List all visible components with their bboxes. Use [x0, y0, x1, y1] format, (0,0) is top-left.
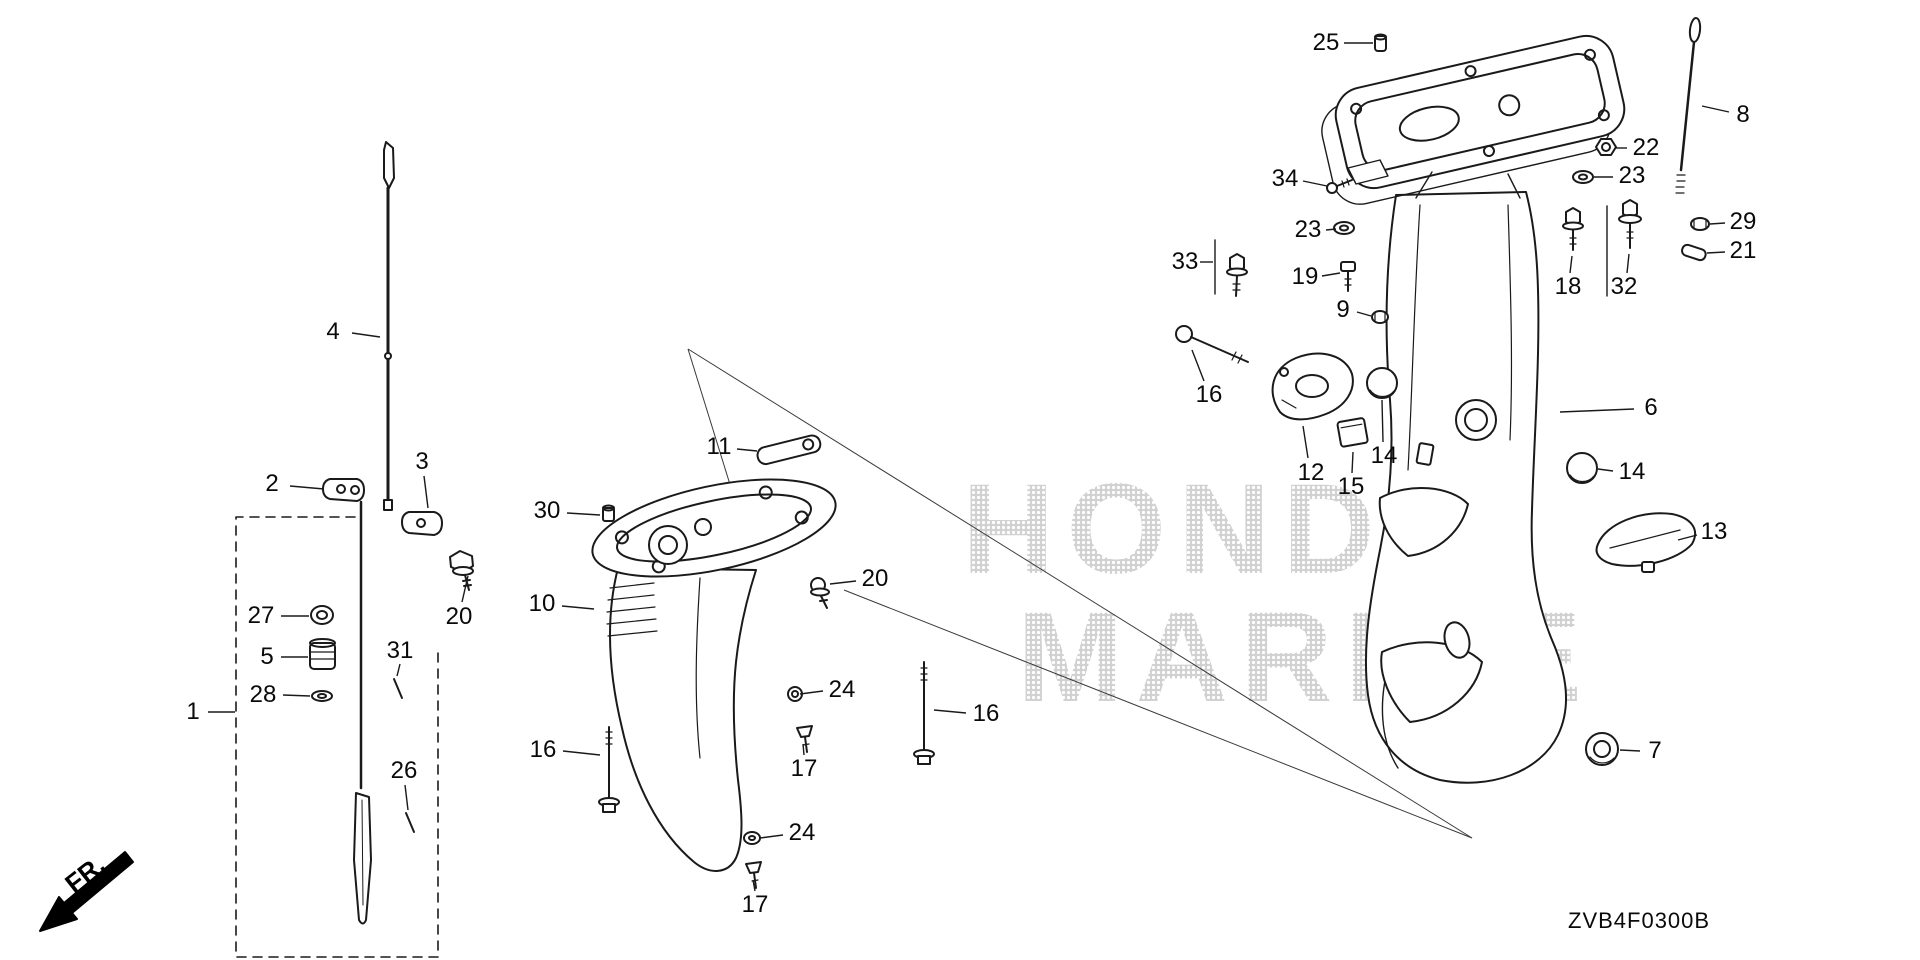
part-7-grommet — [1585, 732, 1619, 766]
part-21-pin — [1681, 243, 1707, 262]
part-16-bolt-left — [598, 726, 620, 813]
part-30-cap — [602, 504, 615, 522]
part-8-rod — [1675, 17, 1702, 194]
part-14-cap-a — [1366, 367, 1398, 399]
part-31-pin — [393, 678, 403, 699]
assembly-boundary-box — [235, 516, 439, 958]
part-14-cap-b — [1566, 452, 1598, 484]
part-10-housing-body — [606, 567, 757, 872]
part-32-bolt — [1618, 199, 1642, 249]
part-5-rubber-mount — [309, 638, 336, 670]
part-27-bushing — [310, 605, 334, 625]
part-16-bolt-diagonal — [1175, 325, 1249, 364]
part-12-mount — [1271, 352, 1354, 421]
shift-rod-assembly-drawing — [235, 141, 474, 958]
extension-case-drawing — [1175, 17, 1710, 784]
part-18-bolt — [1562, 207, 1584, 251]
part-4-shift-rod — [383, 141, 395, 511]
part-19-bolt — [1340, 261, 1356, 292]
part-3-clamp — [401, 511, 443, 536]
part-22-nut — [1595, 138, 1617, 156]
part-11-plate — [756, 434, 822, 466]
fr-label: FR. — [59, 849, 110, 898]
part-20-bolt-left — [449, 550, 474, 591]
part-24-washer-lower — [743, 831, 761, 845]
gear-case-housing-drawing — [591, 434, 935, 889]
part-17-screw-lower — [745, 861, 762, 889]
part-25-cap — [1374, 33, 1387, 52]
part-34-screw — [1326, 178, 1353, 194]
part-24-screw-upper — [787, 686, 803, 702]
part-16-bolt-right — [913, 661, 935, 765]
part-9-nut — [1371, 310, 1389, 324]
part-17-screw-upper — [796, 725, 813, 753]
part-20-bolt-middle — [810, 577, 830, 609]
part-6-extension-case — [1364, 191, 1567, 784]
part-23-washer-left — [1333, 221, 1355, 235]
drawing-code: ZVB4F0300B — [1568, 908, 1711, 933]
part-29-nut — [1690, 217, 1710, 231]
part-23-washer-right — [1572, 170, 1594, 184]
part-15-block — [1336, 417, 1369, 448]
part-13-cover — [1595, 512, 1697, 573]
part-28-washer — [311, 690, 333, 702]
fr-direction-arrow: FR. — [39, 849, 134, 932]
part-26-pin — [405, 812, 415, 833]
case-top-plate — [1321, 34, 1626, 205]
housing-top-plate — [591, 478, 837, 578]
callout-leader-lines — [208, 42, 1730, 892]
part-33-bolt — [1226, 253, 1248, 297]
part-4-lower-rod — [353, 500, 372, 925]
part-2-clamp — [322, 478, 365, 502]
